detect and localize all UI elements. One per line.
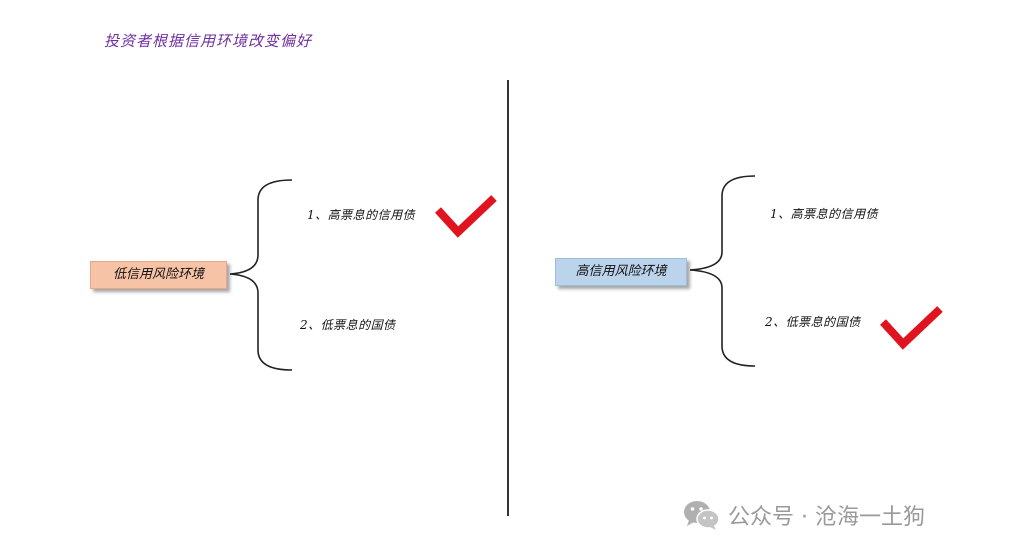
right-item-2: 2、低票息的国债	[765, 315, 861, 329]
right-item-1: 1、高票息的信用债	[770, 207, 879, 221]
left-check-icon	[435, 195, 497, 238]
left-item-2: 2、低票息的国债	[300, 318, 396, 332]
right-brace	[689, 175, 756, 367]
high-credit-risk-box: 高信用风险环境	[555, 258, 687, 286]
wechat-icon	[684, 501, 720, 530]
low-credit-risk-box: 低信用风险环境	[90, 261, 227, 289]
left-item-1: 1、高票息的信用债	[307, 208, 416, 222]
watermark-text: 公众号 · 沧海一土狗	[728, 505, 925, 530]
page-title: 投资者根据信用环境改变偏好	[104, 32, 313, 50]
left-brace	[229, 179, 293, 371]
right-check-icon	[880, 306, 943, 350]
center-divider	[507, 80, 509, 516]
watermark: 公众号 · 沧海一土狗	[682, 498, 925, 532]
